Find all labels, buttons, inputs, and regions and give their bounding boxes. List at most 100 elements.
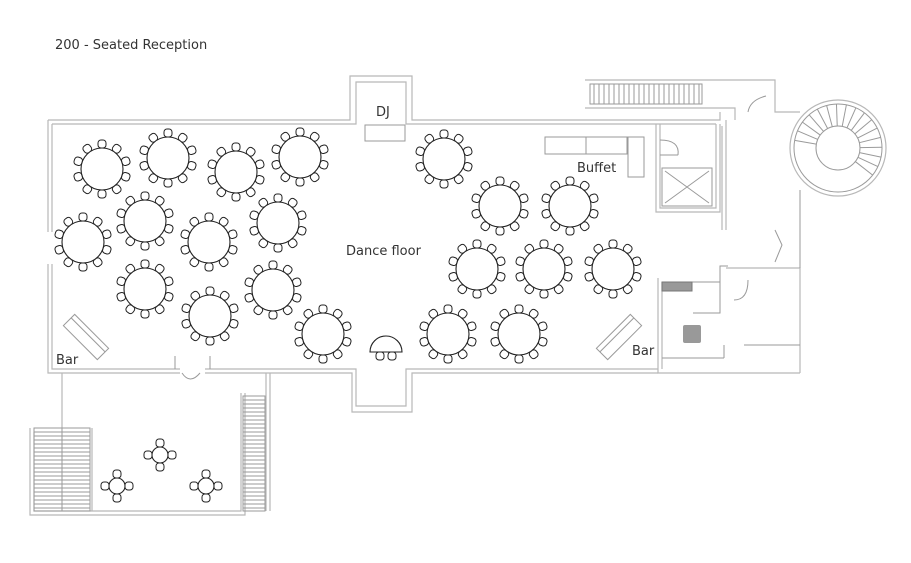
chair (514, 304, 524, 314)
chair (439, 179, 449, 189)
table-top (188, 294, 232, 338)
chair (268, 310, 278, 320)
round-table (116, 259, 174, 319)
chair (204, 262, 214, 272)
chair (318, 354, 328, 364)
chair (565, 176, 575, 186)
chair (140, 309, 150, 319)
table-top (146, 136, 190, 180)
table-top (455, 247, 499, 291)
chair (201, 469, 211, 479)
round-table (471, 176, 529, 236)
table-top (80, 147, 124, 191)
dj-booth (364, 124, 406, 142)
dj-label: DJ (376, 105, 390, 120)
table-top (522, 247, 566, 291)
table-top (497, 312, 541, 356)
round-table (419, 304, 477, 364)
table-top (256, 201, 300, 245)
table-top (214, 150, 258, 194)
round-table (249, 193, 307, 253)
chair (231, 192, 241, 202)
chair (163, 178, 173, 188)
chair (140, 241, 150, 251)
table-top (591, 247, 635, 291)
table-top (426, 312, 470, 356)
chair (439, 129, 449, 139)
round-table (584, 239, 642, 299)
table-top (251, 268, 295, 312)
patio-tables (100, 438, 223, 503)
table-top (548, 184, 592, 228)
round-table (294, 304, 352, 364)
stairs-top (589, 83, 703, 105)
chair (514, 354, 524, 364)
round-table (116, 191, 174, 251)
round-table (207, 142, 265, 202)
chair (443, 354, 453, 364)
chair (163, 128, 173, 138)
chair (140, 191, 150, 201)
chair (201, 493, 211, 503)
chair (205, 286, 215, 296)
chair (143, 450, 153, 460)
round-table (54, 212, 112, 272)
chair (112, 493, 122, 503)
round-table (490, 304, 548, 364)
table-top (108, 477, 126, 495)
chair (318, 304, 328, 314)
table-top (123, 267, 167, 311)
chair (472, 289, 482, 299)
round-table (180, 212, 238, 272)
bar-right (595, 313, 643, 361)
round-table (139, 128, 197, 188)
chair (295, 177, 305, 187)
table-top (61, 220, 105, 264)
chair (495, 176, 505, 186)
round-table (73, 139, 131, 199)
chair (539, 289, 549, 299)
chair (189, 481, 199, 491)
chair (97, 189, 107, 199)
patio-table (189, 469, 223, 503)
chair (608, 289, 618, 299)
chair (273, 193, 283, 203)
chair (472, 239, 482, 249)
chair (155, 438, 165, 448)
round-table (448, 239, 506, 299)
chair (295, 127, 305, 137)
chair (124, 481, 134, 491)
bar-left-label: Bar (56, 353, 79, 368)
buffet-label: Buffet (577, 161, 616, 176)
buffet-tables (544, 136, 645, 178)
table-top (151, 446, 169, 464)
round-table (271, 127, 329, 187)
table-top (301, 312, 345, 356)
restroom-icon (683, 325, 701, 343)
chair (155, 462, 165, 472)
chair (100, 481, 110, 491)
table-top (123, 199, 167, 243)
chair (608, 239, 618, 249)
table-top (278, 135, 322, 179)
dance-floor-label: Dance floor (346, 244, 422, 259)
chair (565, 226, 575, 236)
spiral-staircase (789, 99, 887, 197)
bar-left (62, 313, 110, 361)
chair (78, 212, 88, 222)
chair (112, 469, 122, 479)
cocktail-table (369, 335, 403, 361)
chair (268, 260, 278, 270)
chair (205, 336, 215, 346)
table-top (478, 184, 522, 228)
chair (273, 243, 283, 253)
round-table (244, 260, 302, 320)
patio-table (100, 469, 134, 503)
chair (167, 450, 177, 460)
chair (495, 226, 505, 236)
plan-title: 200 - Seated Reception (55, 38, 208, 53)
round-table (181, 286, 239, 346)
counter (661, 281, 693, 292)
round-tables (54, 127, 642, 364)
